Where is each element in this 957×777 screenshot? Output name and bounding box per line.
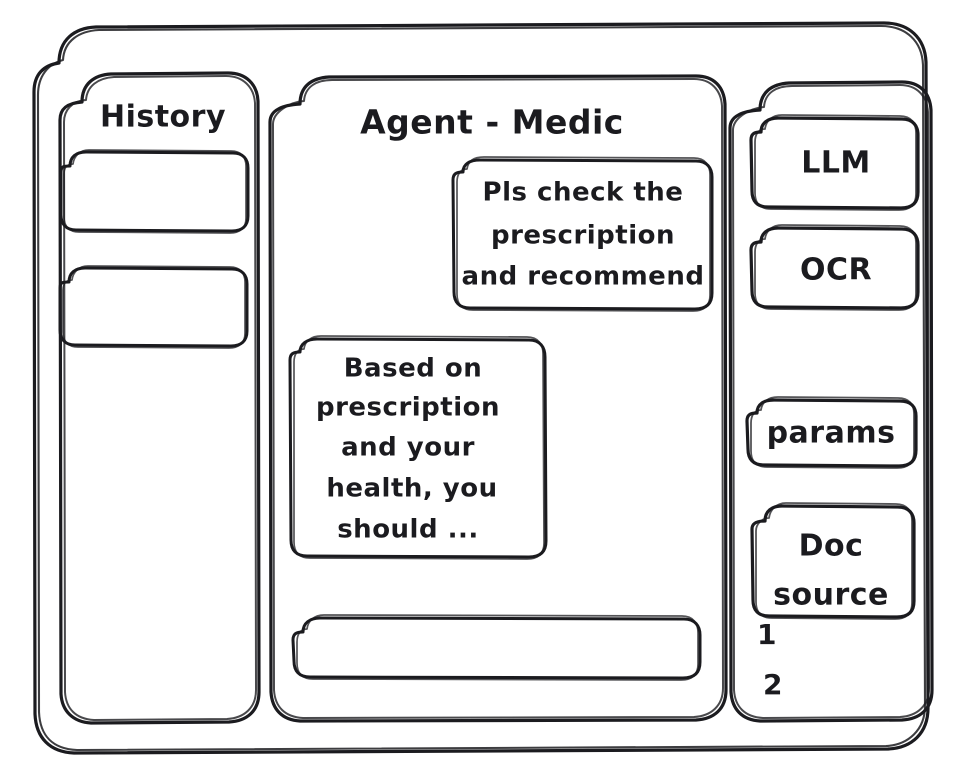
message-user-line-2: prescription: [491, 221, 675, 251]
app-window-frame: [32, 21, 930, 755]
message-user-line-3: and recommend: [462, 262, 705, 292]
message-agent-line-4: health, you: [326, 474, 497, 504]
message-user-line-1: Pls check the: [483, 178, 684, 208]
history-item-1[interactable]: [59, 149, 250, 234]
sidebar-tools-panel: [728, 80, 934, 723]
message-agent-line-5: should ...: [337, 515, 479, 545]
tool-button-ocr[interactable]: OCR: [749, 224, 920, 311]
message-agent-line-1: Based on: [344, 354, 483, 384]
tool-button-doc-source-line-2: source: [773, 578, 889, 613]
sidebar-history-title: History: [100, 100, 226, 135]
tool-button-params-label: params: [767, 416, 896, 451]
message-bubble-user: Pls check the prescription and recommend: [451, 156, 714, 312]
doc-source-list-item-2[interactable]: 2: [763, 668, 783, 701]
message-bubble-agent: Based on prescription and your health, y…: [288, 335, 548, 560]
main-agent-title: Agent - Medic: [360, 103, 624, 142]
message-agent-line-3: and your: [341, 433, 475, 463]
tool-button-params[interactable]: params: [745, 396, 918, 469]
tool-button-llm-label: LLM: [801, 146, 871, 181]
main-agent-panel: [268, 74, 728, 723]
tool-button-doc-source-line-1: Doc: [799, 529, 864, 564]
sidebar-history-panel: [58, 71, 261, 725]
history-item-2[interactable]: [58, 265, 249, 349]
doc-source-list-item-1[interactable]: 1: [757, 618, 777, 651]
chat-input-field[interactable]: [291, 614, 702, 681]
tool-button-llm[interactable]: LLM: [749, 114, 920, 211]
tool-button-ocr-label: OCR: [800, 253, 872, 288]
message-agent-line-2: prescription: [316, 393, 500, 423]
tool-button-doc-source[interactable]: Doc source: [750, 502, 916, 620]
